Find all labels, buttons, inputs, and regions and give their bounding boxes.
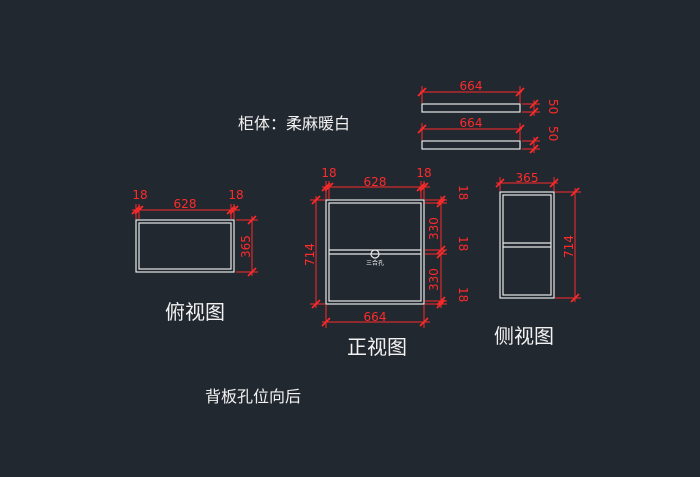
front-view-hole-label: 三合孔 [366, 259, 384, 267]
side-view-depth-label: 365 [516, 171, 539, 185]
top-view-title: 俯视图 [165, 300, 225, 324]
front-view-outer [325, 199, 425, 305]
front-view-inner-label: 628 [364, 175, 387, 189]
front-view-bottom-width-label: 664 [364, 310, 387, 324]
front-view-hole-icon [370, 249, 380, 259]
front-view-lower-gap-label: 330 [427, 268, 441, 291]
front-view-bottom-board-label: 18 [456, 287, 470, 302]
cabinet-material-label: 柜体：柔麻暖白 [238, 114, 350, 133]
side-view-inner [502, 194, 552, 296]
side-view-height-label: 714 [562, 235, 576, 258]
shelf1-depth-label: 50 [546, 99, 560, 114]
shelf1-width-label: 664 [460, 79, 483, 93]
shelf2-width-label: 664 [460, 116, 483, 130]
shelf-board-1-outline [421, 103, 521, 113]
top-view: 18 628 18 365 俯视图 [131, 188, 258, 324]
side-view: 365 714 侧视图 [494, 171, 581, 348]
side-view-title: 侧视图 [494, 324, 554, 348]
back-panel-note: 背板孔位向后 [205, 387, 301, 406]
top-view-left-thick-label: 18 [132, 188, 147, 202]
top-view-outer [135, 219, 235, 273]
front-view-height-label: 714 [303, 243, 317, 266]
side-view-outer [499, 191, 555, 299]
front-view-title: 正视图 [347, 335, 407, 359]
front-view-left-thick-label: 18 [321, 166, 336, 180]
shelf-board-2-outline [421, 140, 521, 150]
shelf-board-1: 664 50 [417, 79, 560, 117]
shelf-board-2: 664 50 [417, 116, 560, 154]
front-view-top-board-label: 18 [456, 185, 470, 200]
front-view-upper-gap-label: 330 [427, 217, 441, 240]
top-view-depth-label: 365 [239, 235, 253, 258]
top-view-right-thick-label: 18 [228, 188, 243, 202]
front-view: 三合孔 18 628 18 714 664 [303, 166, 470, 359]
front-view-right-thick-label: 18 [416, 166, 431, 180]
top-view-inner [138, 222, 232, 270]
shelf2-depth-label: 50 [546, 126, 560, 141]
front-view-mid-board-label: 18 [456, 236, 470, 251]
front-view-inner [328, 202, 422, 302]
top-view-inner-label: 628 [174, 197, 197, 211]
